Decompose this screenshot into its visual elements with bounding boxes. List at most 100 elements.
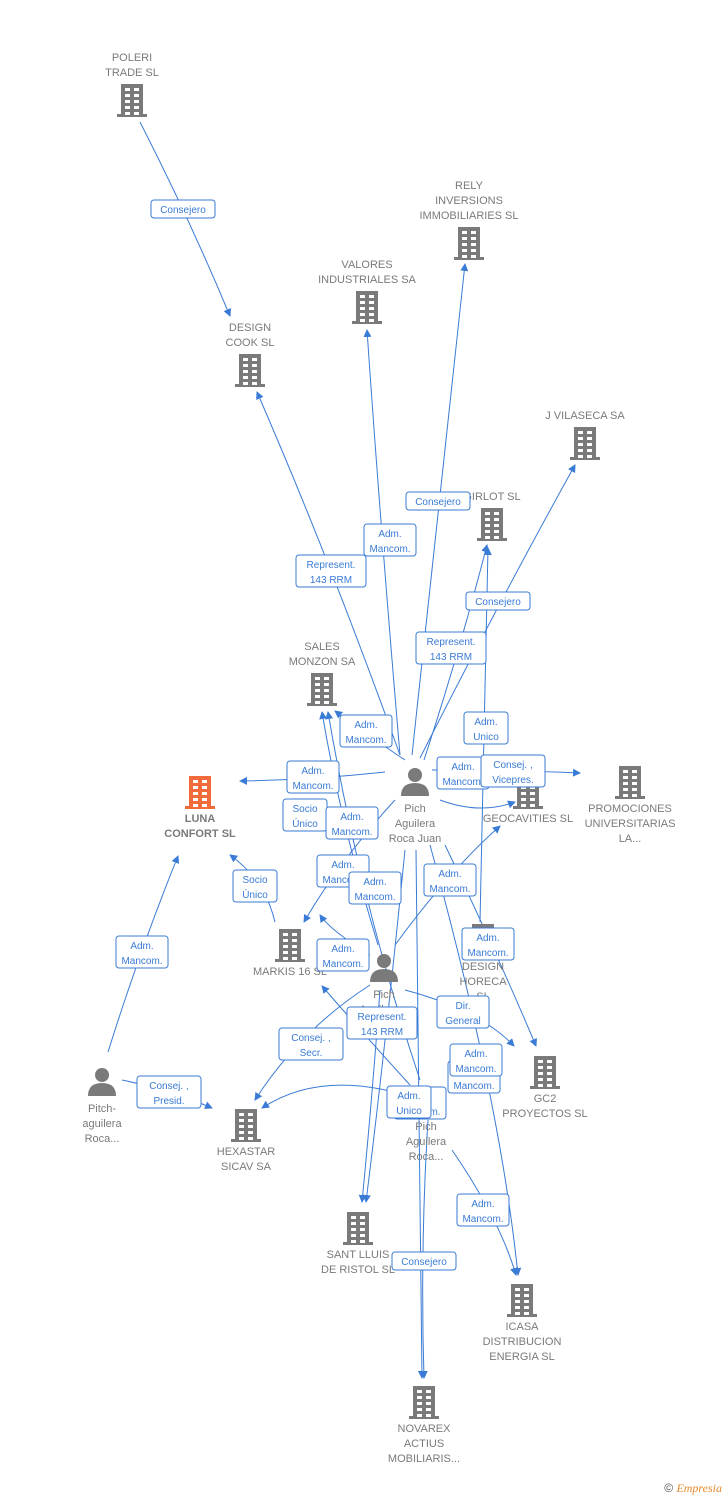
edge-label-text: Dir. xyxy=(456,1001,471,1012)
node-label-novarex: NOVAREX xyxy=(398,1423,452,1435)
edge-label-text: Adm. xyxy=(397,1091,420,1102)
node-label-pich_juan: Pich xyxy=(404,803,425,815)
node-label-design_cook: COOK SL xyxy=(226,337,275,349)
edge-label[interactable]: Adm. Mancom. xyxy=(339,714,393,748)
copyright: © Empresia xyxy=(664,1481,722,1496)
edge-label[interactable]: Adm. Unico xyxy=(386,1085,432,1119)
edge-label[interactable]: Consej. ,Secr. xyxy=(278,1027,344,1061)
node-label-vilaseca: J VILASECA SA xyxy=(545,410,625,422)
node-markis[interactable]: MARKIS 16 SL xyxy=(253,929,327,978)
edge-label[interactable]: Represent.143 RRM xyxy=(295,554,367,588)
edge-label[interactable]: Adm.Mancom. xyxy=(325,806,379,840)
edge-label[interactable]: Adm.Mancom. xyxy=(456,1193,510,1227)
edge-label-text: Unico xyxy=(396,1106,422,1117)
node-label-pich3: Roca... xyxy=(409,1151,444,1163)
edge-label-text: Consejero xyxy=(160,205,206,216)
edge-label[interactable]: Consej. ,Presid. xyxy=(136,1075,202,1109)
edge-label-text: Adm. xyxy=(378,529,401,540)
node-label-geocavities: GEOCAVITIES SL xyxy=(483,813,573,825)
node-label-markis: MARKIS 16 SL xyxy=(253,966,327,978)
edge-label[interactable]: Represent.143 RRM xyxy=(346,1006,418,1040)
edge-label[interactable]: Consejero xyxy=(465,591,531,611)
edge-label[interactable]: Adm. Mancom. xyxy=(348,871,402,905)
building-icon xyxy=(307,673,337,706)
building-icon xyxy=(231,1109,261,1142)
edge-label-text: Mancom. xyxy=(322,875,363,886)
edges-layer xyxy=(107,121,581,1379)
edge-label-text: 143 RRM xyxy=(430,652,472,663)
building-icon xyxy=(615,766,645,799)
edge-label-text: Mancom. xyxy=(354,892,395,903)
edge-label-text: Adm. xyxy=(476,933,499,944)
edge-label[interactable]: Consejero xyxy=(150,199,216,219)
edge-label-text: Consejero xyxy=(415,497,461,508)
edge-label[interactable]: Adm.Mancom. xyxy=(449,1043,503,1077)
node-label-pitch: aguilera xyxy=(82,1118,122,1130)
building-icon xyxy=(530,1056,560,1089)
node-label-luna: LUNA xyxy=(185,813,216,825)
edge-label[interactable]: Adm.Mancom. xyxy=(363,523,417,557)
node-vilaseca[interactable]: J VILASECA SA xyxy=(545,410,625,460)
edge-label[interactable]: Adm.Mancom. xyxy=(316,938,370,972)
building-icon xyxy=(343,1212,373,1245)
edge-label[interactable]: Consejero xyxy=(391,1251,457,1271)
node-label-pich2: Pich xyxy=(373,989,394,1001)
node-label-icasa: ICASA xyxy=(505,1321,539,1333)
node-label-pich3: Aguilera xyxy=(406,1136,447,1148)
edge-label-text: Vicepres. xyxy=(492,775,534,786)
node-label-hexastar: HEXASTAR xyxy=(217,1146,276,1158)
edge-label-text: Adm. xyxy=(363,877,386,888)
node-label-valores: VALORES xyxy=(341,259,392,271)
edge-label-text: Mancom. xyxy=(121,956,162,967)
node-label-promociones: LA... xyxy=(619,833,642,845)
edge-label[interactable]: Adm.Mancom. xyxy=(115,935,169,969)
edge-label[interactable]: Adm.Mancom. xyxy=(423,863,477,897)
edge-label-text: 143 RRM xyxy=(310,575,352,586)
node-label-rely: INVERSIONS xyxy=(435,195,503,207)
edge-label-text: Mancom. xyxy=(345,735,386,746)
building-icon xyxy=(185,776,215,809)
node-novarex[interactable]: NOVAREXACTIUSMOBILIARIS... xyxy=(388,1386,460,1465)
edge-poleri-to-design_cook xyxy=(139,121,231,317)
edge-label[interactable]: Represent.143 RRM xyxy=(415,631,487,665)
edge-label-text: Mancom. xyxy=(467,948,508,959)
edge-label-text: Adm. xyxy=(354,720,377,731)
building-icon xyxy=(507,1284,537,1317)
edge-label-text: Adm. xyxy=(471,1199,494,1210)
edge-label-text: Consej. , xyxy=(493,760,532,771)
brand-logo[interactable]: Empresia xyxy=(676,1481,722,1495)
edge-labels-layer: ConsejeroConsejeroAdm.Mancom.Represent.1… xyxy=(115,199,546,1271)
node-promociones[interactable]: PROMOCIONESUNIVERSITARIASLA... xyxy=(585,766,676,845)
node-label-sales_monzon: SALES xyxy=(304,641,339,653)
edge-pich3-to-hexastar xyxy=(261,1084,406,1109)
node-label-sant_lluis: SANT LLUIS xyxy=(327,1249,390,1261)
node-label-rely: RELY xyxy=(455,180,484,192)
edge-label[interactable]: Adm.Mancom. xyxy=(286,760,340,794)
person-icon xyxy=(401,768,429,796)
building-icon xyxy=(409,1386,439,1419)
edge-label[interactable]: Adm.Unico xyxy=(463,711,509,745)
edge-label[interactable]: Consejero xyxy=(405,491,471,511)
edge-label[interactable]: Adm.Mancom. xyxy=(436,756,490,790)
node-pitch[interactable]: Pitch-aguileraRoca... xyxy=(82,1068,122,1145)
node-girlot[interactable]: GIRLOT SL xyxy=(463,491,521,541)
edge-label[interactable]: Dir.General xyxy=(436,995,490,1029)
edge-label[interactable]: Consej. , Vicepres. xyxy=(480,754,546,788)
edge-label-text: Represent. xyxy=(358,1012,407,1023)
building-icon xyxy=(477,508,507,541)
edge-label[interactable]: Adm. Mancom. xyxy=(461,927,515,961)
node-label-icasa: ENERGIA SL xyxy=(489,1351,554,1363)
